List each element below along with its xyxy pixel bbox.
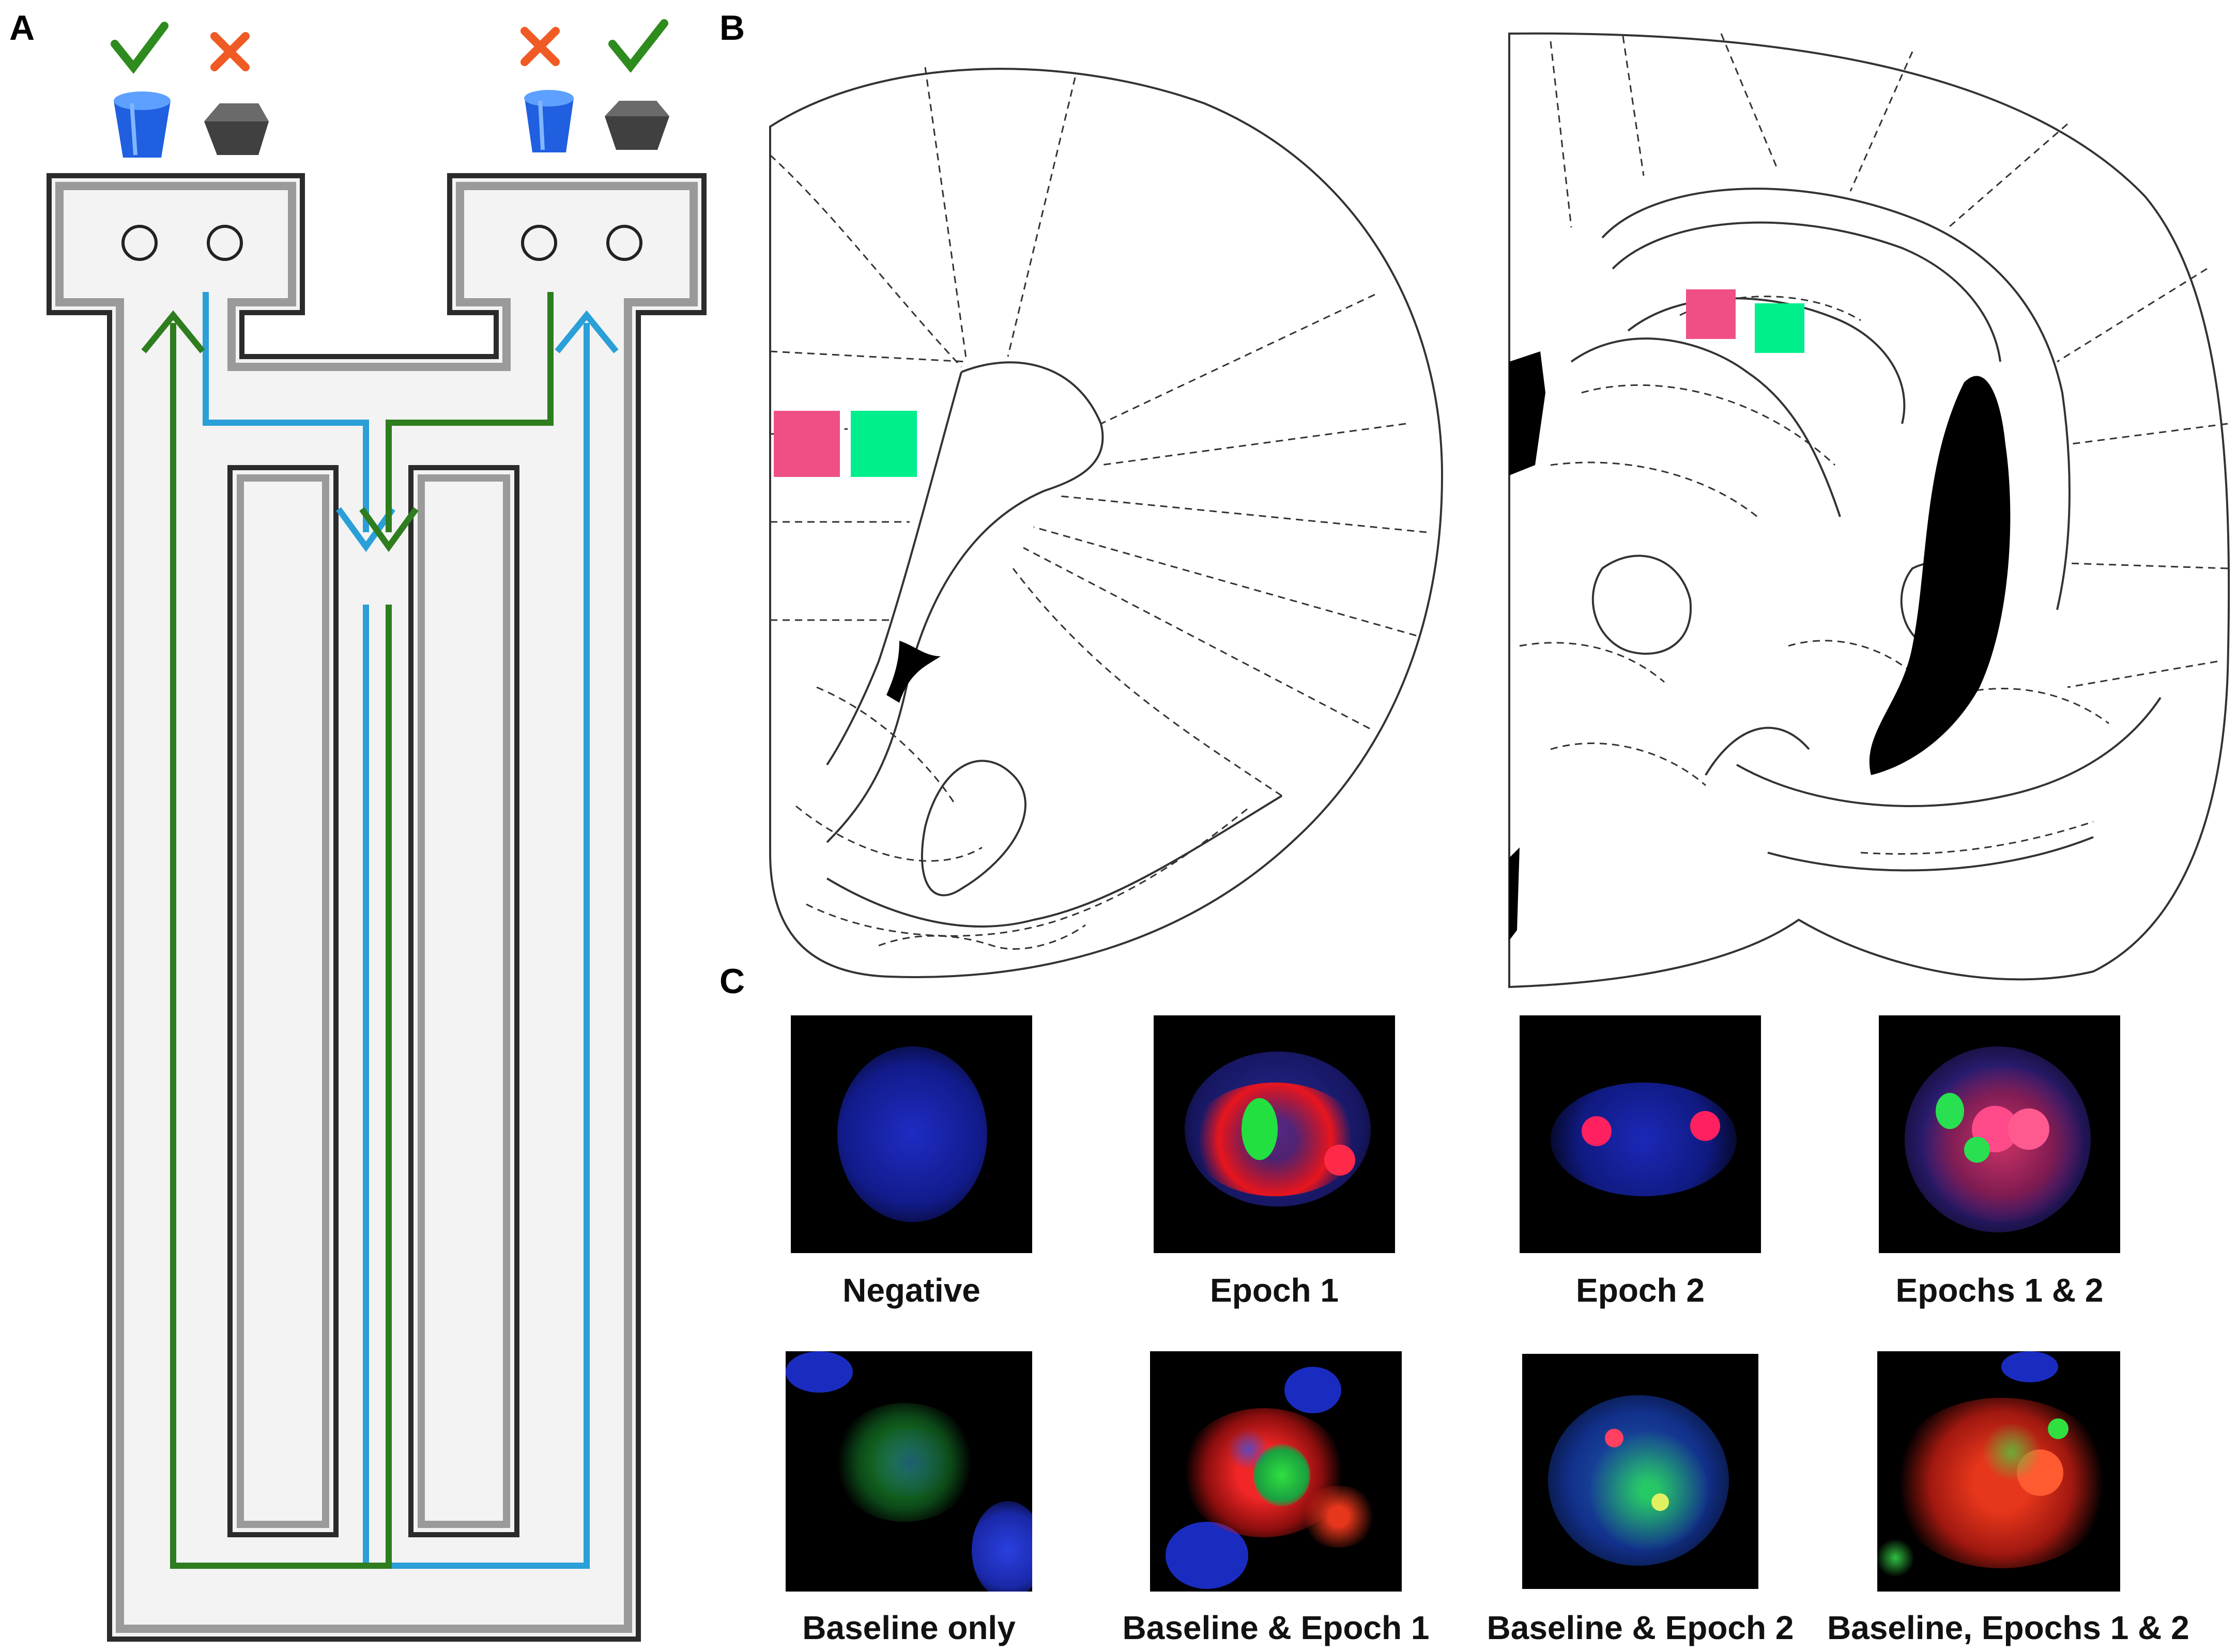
cell-image-epoch2 bbox=[1520, 1015, 1761, 1253]
cell-image-baseline-epochs-1-2 bbox=[1877, 1351, 2120, 1592]
marker-green-roi bbox=[851, 411, 917, 477]
cross-icon bbox=[520, 27, 560, 66]
cell-caption: Baseline & Epoch 1 bbox=[1122, 1609, 1430, 1646]
maze-inner-wall-left bbox=[227, 465, 339, 1537]
cell-caption: Baseline, Epochs 1 & 2 bbox=[1827, 1609, 2189, 1646]
cell-image-epoch1 bbox=[1154, 1015, 1395, 1253]
grey-block-icon bbox=[204, 103, 269, 155]
panel-label-c: C bbox=[719, 962, 745, 1001]
lateral-ventricle bbox=[886, 641, 941, 703]
route-green bbox=[141, 292, 554, 1569]
route-blue bbox=[203, 292, 619, 1569]
cell-caption: Baseline only bbox=[802, 1609, 1016, 1646]
cell-image-baseline-only bbox=[786, 1351, 1032, 1592]
check-icon bbox=[608, 19, 668, 73]
marker-pink-roi bbox=[1686, 289, 1736, 339]
grey-block-icon bbox=[605, 101, 669, 150]
food-well bbox=[121, 225, 158, 261]
blue-cup-icon bbox=[524, 90, 574, 152]
cell-caption: Baseline & Epoch 2 bbox=[1487, 1609, 1794, 1646]
lateral-ventricle bbox=[1869, 376, 2011, 775]
maze-outer-wall bbox=[47, 173, 707, 1642]
marker-green-roi bbox=[1755, 303, 1804, 353]
cell-image-baseline-epoch2 bbox=[1522, 1354, 1758, 1589]
lateral-ventricle bbox=[1509, 847, 1520, 940]
cell-caption: Negative bbox=[842, 1272, 980, 1309]
cell-image-baseline-epoch1 bbox=[1150, 1351, 1402, 1592]
check-icon bbox=[111, 22, 168, 74]
maze-inner-wall-right bbox=[408, 465, 519, 1537]
cell-caption: Epoch 1 bbox=[1210, 1272, 1339, 1309]
maze-diagram bbox=[47, 19, 707, 1642]
lateral-ventricle bbox=[1509, 351, 1545, 475]
marker-pink-roi bbox=[774, 411, 840, 477]
panel-label-b: B bbox=[719, 8, 745, 48]
food-well bbox=[207, 225, 243, 261]
panel-label-a: A bbox=[9, 8, 35, 48]
cell-caption: Epoch 2 bbox=[1576, 1272, 1705, 1309]
food-well bbox=[606, 225, 642, 261]
cross-icon bbox=[210, 32, 250, 71]
food-well bbox=[521, 225, 557, 261]
blue-cup-icon bbox=[114, 91, 171, 158]
cell-image-epochs-1-2 bbox=[1879, 1015, 2120, 1253]
cell-image-negative bbox=[791, 1015, 1032, 1253]
cell-caption: Epochs 1 & 2 bbox=[1895, 1272, 2104, 1309]
